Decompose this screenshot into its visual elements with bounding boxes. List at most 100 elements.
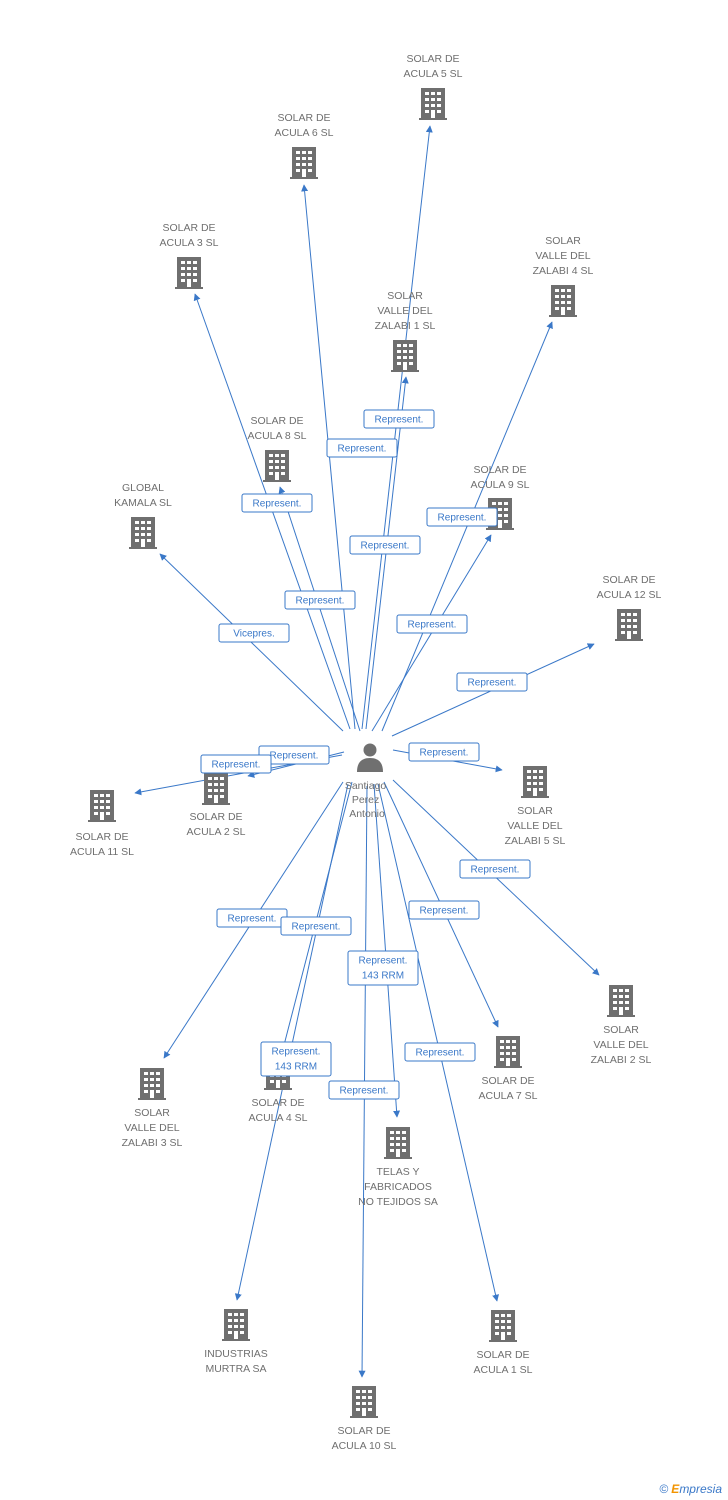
person-icon bbox=[357, 743, 383, 772]
edge-label-zalabi5[interactable]: Represent. bbox=[408, 742, 480, 762]
edge-label-acula7[interactable]: Represent. bbox=[408, 900, 480, 920]
edge-label-box bbox=[408, 900, 480, 920]
edge-label-acula11[interactable]: Represent. bbox=[200, 754, 272, 774]
company-label-line: ACULA 6 SL bbox=[275, 127, 334, 139]
company-label-line: SOLAR DE bbox=[250, 415, 303, 427]
company-label-line: MURTRA SA bbox=[205, 1363, 266, 1375]
edge-label-box bbox=[218, 623, 290, 643]
edge-label-text: Represent. bbox=[438, 513, 487, 524]
edge-label-text: Represent. bbox=[468, 678, 517, 689]
brand-footer: ©Empresia bbox=[659, 1482, 722, 1496]
edge-labels-layer: Represent.Represent.Represent.Represent.… bbox=[200, 409, 531, 1100]
company-label-line: SOLAR DE bbox=[481, 1075, 534, 1087]
company-label-line: KAMALA SL bbox=[114, 497, 172, 509]
edge-label-acula1[interactable]: Represent. bbox=[404, 1042, 476, 1062]
company-label-line: TELAS Y bbox=[377, 1166, 420, 1178]
company-label-line: SOLAR DE bbox=[189, 811, 242, 823]
edge-label-text: Represent. bbox=[471, 865, 520, 876]
building-icon bbox=[384, 1127, 412, 1159]
building-icon bbox=[290, 147, 318, 179]
edge-label-text: Represent. bbox=[253, 499, 302, 510]
edge-label-zalabi2[interactable]: Represent. bbox=[459, 859, 531, 879]
edge-label-acula6[interactable]: Represent. bbox=[284, 590, 356, 610]
edge-label-text: Represent. bbox=[228, 914, 277, 925]
company-label-line: ACULA 4 SL bbox=[249, 1112, 308, 1124]
edge-label-murtra[interactable]: Represent.143 RRM bbox=[260, 1041, 332, 1077]
building-icon bbox=[607, 985, 635, 1017]
company-label-line: SOLAR DE bbox=[473, 464, 526, 476]
company-label: INDUSTRIAS MURTRA SA bbox=[204, 1348, 268, 1375]
edge-label-text: 143 RRM bbox=[362, 971, 404, 982]
company-label-line: SOLAR bbox=[387, 290, 423, 302]
building-icon bbox=[202, 773, 230, 805]
edge-label-text: Vicepres. bbox=[233, 629, 275, 640]
edge-label-global[interactable]: Vicepres. bbox=[218, 623, 290, 643]
company-label-line: SOLAR bbox=[517, 805, 553, 817]
edge-label-acula5[interactable]: Represent. bbox=[326, 438, 398, 458]
company-label-line: INDUSTRIAS bbox=[204, 1348, 268, 1360]
center-person-node[interactable]: Santiago Perez Antonio bbox=[345, 743, 389, 821]
company-label-line: SOLAR DE bbox=[75, 831, 128, 843]
edge-label-acula8[interactable]: Represent. bbox=[349, 535, 421, 555]
building-icon bbox=[350, 1386, 378, 1418]
edge-label-acula4[interactable]: Represent. bbox=[280, 916, 352, 936]
edge-label-zalabi3[interactable]: Represent. bbox=[216, 908, 288, 928]
company-label-line: SOLAR DE bbox=[406, 53, 459, 65]
company-label-line: ZALABI 2 SL bbox=[591, 1054, 652, 1066]
company-label-line: ACULA 3 SL bbox=[160, 237, 219, 249]
edge-label-zalabi1[interactable]: Represent. bbox=[363, 409, 435, 429]
company-label-line: VALLE DEL bbox=[593, 1039, 648, 1051]
edge-label-acula3[interactable]: Represent. bbox=[241, 493, 313, 513]
edge-label-text: Represent. bbox=[272, 1047, 321, 1058]
company-label-line: ZALABI 1 SL bbox=[375, 320, 436, 332]
company-label: SOLAR VALLE DEL ZALABI 2 SL bbox=[591, 1024, 652, 1066]
building-icon bbox=[88, 790, 116, 822]
edge-label-acula9[interactable]: Represent. bbox=[426, 507, 498, 527]
center-label-line: Antonio bbox=[349, 808, 385, 820]
company-label-line: SOLAR bbox=[603, 1024, 639, 1036]
company-node-zalabi2[interactable]: SOLAR VALLE DEL ZALABI 2 SL bbox=[591, 985, 652, 1066]
company-node-zalabi5[interactable]: SOLAR VALLE DEL ZALABI 5 SL bbox=[505, 766, 566, 847]
edge-label-box bbox=[404, 1042, 476, 1062]
edge-label-telas[interactable]: Represent. bbox=[328, 1080, 400, 1100]
building-icon bbox=[489, 1310, 517, 1342]
edge-label-acula12[interactable]: Represent. bbox=[456, 672, 528, 692]
company-label-line: ZALABI 5 SL bbox=[505, 835, 566, 847]
edge-label-box bbox=[328, 1080, 400, 1100]
company-node-murtra[interactable]: INDUSTRIAS MURTRA SA bbox=[204, 1309, 268, 1375]
edge-label-zalabi4[interactable]: Represent. bbox=[396, 614, 468, 634]
edge-label-box bbox=[363, 409, 435, 429]
company-label-line: NO TEJIDOS SA bbox=[358, 1196, 438, 1208]
edge-label-acula10[interactable]: Represent.143 RRM bbox=[347, 950, 419, 986]
building-icon bbox=[494, 1036, 522, 1068]
company-label-line: VALLE DEL bbox=[535, 250, 590, 262]
building-icon bbox=[138, 1068, 166, 1100]
company-label-line: VALLE DEL bbox=[507, 820, 562, 832]
edge-label-text: Represent. bbox=[420, 906, 469, 917]
building-icon bbox=[549, 285, 577, 317]
